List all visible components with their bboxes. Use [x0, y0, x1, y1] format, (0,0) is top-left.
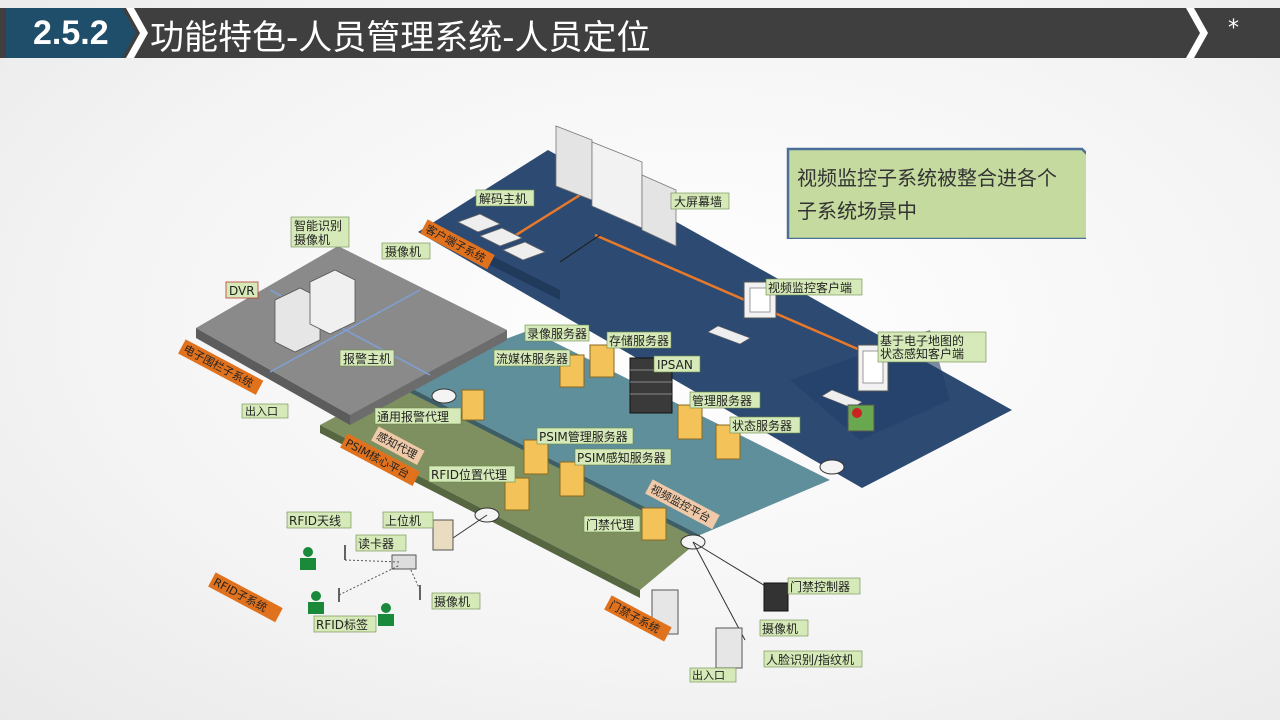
label-upper-pc: 上位机 [385, 513, 421, 528]
card-reader-icon [391, 554, 417, 570]
label-status-server: 状态服务器 [732, 418, 792, 433]
header-banner [0, 8, 1280, 58]
label-access-controller: 门禁控制器 [790, 579, 850, 594]
label-smart-camera-1: 智能识别 [294, 218, 342, 233]
label-stream-server: 流媒体服务器 [496, 351, 568, 366]
label-camera-access: 摄像机 [762, 621, 798, 636]
label-alarm-agent: 通用报警代理 [377, 409, 449, 424]
label-psim-mgmt: PSIM管理服务器 [539, 429, 628, 444]
label-video-wall: 大屏幕墙 [674, 195, 722, 209]
label-alarm-host: 报警主机 [343, 351, 391, 366]
label-record-server: 录像服务器 [527, 326, 587, 341]
callout-line-2: 子系统场景中 [797, 199, 917, 223]
label-rfid-antenna: RFID天线 [289, 514, 341, 528]
callout-box [786, 147, 1086, 239]
decoder-icon [456, 213, 547, 261]
label-camera-top: 摄像机 [385, 244, 421, 259]
building-icon [274, 269, 356, 353]
callout-line-1: 视频监控子系统被整合进各个 [797, 166, 1057, 190]
video-wall-icon [555, 125, 677, 247]
label-entrance-bottom: 出入口 [692, 668, 725, 682]
label-psim-sense: PSIM感知服务器 [577, 450, 666, 465]
label-entrance-left: 出入口 [245, 404, 278, 418]
label-dvr: DVR [229, 284, 255, 298]
label-rfid-subsystem: RFID子系统 [211, 576, 269, 615]
label-smart-camera-2: 摄像机 [294, 232, 330, 247]
server-icon [461, 344, 741, 541]
antenna-icon [338, 545, 421, 602]
device-labels: 解码主机 大屏幕墙 智能识别 摄像机 摄像机 DVR 报警主机 出入口 录像服务… [225, 189, 987, 683]
label-video-client: 视频监控客户端 [768, 280, 852, 295]
slide-mark: * [1228, 16, 1239, 41]
label-mgmt-server: 管理服务器 [692, 393, 752, 408]
person-icon [300, 547, 394, 626]
label-access-agent: 门禁代理 [586, 517, 634, 532]
callout-text: 视频监控子系统被整合进各个 子系统场景中 [797, 162, 1082, 228]
label-decoder: 解码主机 [479, 192, 527, 206]
label-map-client-2: 状态感知客户端 [880, 346, 964, 361]
label-map-client-1: 基于电子地图的 [880, 333, 964, 348]
label-card-reader: 读卡器 [358, 537, 394, 551]
label-ipsan: IPSAN [657, 358, 693, 372]
pc-icon [432, 519, 454, 551]
label-face-reader: 人脸识别/指纹机 [766, 652, 854, 667]
label-rfid-agent: RFID位置代理 [431, 467, 507, 482]
label-rfid-tag: RFID标签 [316, 617, 368, 632]
page-title: 功能特色-人员管理系统-人员定位 [150, 18, 651, 58]
section-number: 2.5.2 [33, 14, 109, 52]
label-camera-rfid: 摄像机 [434, 594, 470, 609]
slide-header: 2.5.2 功能特色-人员管理系统-人员定位 * [0, 0, 1280, 62]
fence-floor [196, 246, 507, 415]
label-storage-server: 存储服务器 [609, 333, 669, 348]
